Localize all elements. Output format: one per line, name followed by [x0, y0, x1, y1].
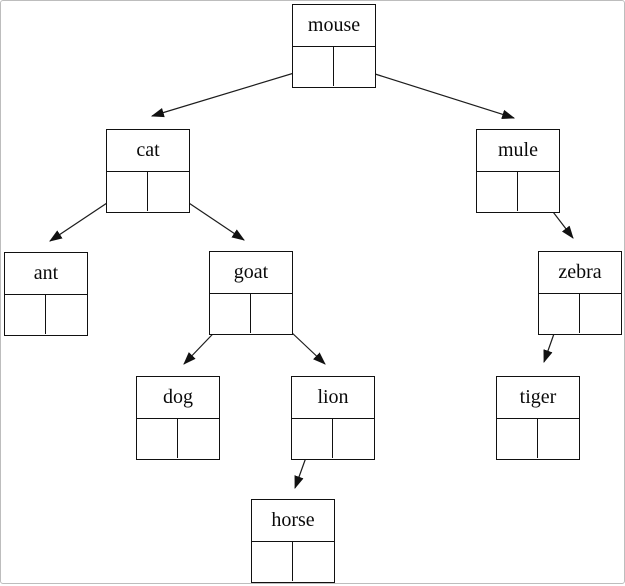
node-label: zebra	[539, 252, 621, 294]
left-pointer-cell	[497, 419, 538, 458]
right-pointer-cell	[148, 172, 189, 211]
node-zebra: zebra	[538, 251, 622, 335]
node-label: mule	[477, 130, 559, 172]
pointer-row	[539, 294, 621, 333]
right-pointer-cell	[538, 419, 579, 458]
node-lion: lion	[291, 376, 375, 460]
right-pointer-cell	[251, 294, 292, 333]
node-label: lion	[292, 377, 374, 419]
pointer-row	[293, 47, 375, 86]
left-pointer-cell	[210, 294, 251, 333]
right-pointer-cell	[333, 419, 374, 458]
node-label: ant	[5, 253, 87, 295]
node-tiger: tiger	[496, 376, 580, 460]
node-mule: mule	[476, 129, 560, 213]
pointer-row	[497, 419, 579, 458]
left-pointer-cell	[5, 295, 46, 334]
node-label: horse	[252, 500, 334, 542]
pointer-row	[252, 542, 334, 581]
node-cat: cat	[106, 129, 190, 213]
left-pointer-cell	[252, 542, 293, 581]
pointer-row	[5, 295, 87, 334]
node-label: goat	[210, 252, 292, 294]
node-label: cat	[107, 130, 189, 172]
node-mouse: mouse	[292, 4, 376, 88]
node-ant: ant	[4, 252, 88, 336]
left-pointer-cell	[539, 294, 580, 333]
left-pointer-cell	[292, 419, 333, 458]
left-pointer-cell	[107, 172, 148, 211]
left-pointer-cell	[137, 419, 178, 458]
edge-mouse-left-cat	[150, 66, 315, 118]
pointer-row	[137, 419, 219, 458]
pointer-row	[477, 172, 559, 211]
node-label: dog	[137, 377, 219, 419]
edge-mouse-right-mule	[352, 66, 516, 119]
node-label: mouse	[293, 5, 375, 47]
right-pointer-cell	[46, 295, 87, 334]
right-pointer-cell	[334, 47, 375, 86]
node-horse: horse	[251, 499, 335, 583]
node-dog: dog	[136, 376, 220, 460]
right-pointer-cell	[518, 172, 559, 211]
pointer-row	[292, 419, 374, 458]
right-pointer-cell	[580, 294, 621, 333]
left-pointer-cell	[293, 47, 334, 86]
right-pointer-cell	[178, 419, 219, 458]
left-pointer-cell	[477, 172, 518, 211]
pointer-row	[210, 294, 292, 333]
node-label: tiger	[497, 377, 579, 419]
pointer-row	[107, 172, 189, 211]
right-pointer-cell	[293, 542, 334, 581]
node-goat: goat	[209, 251, 293, 335]
